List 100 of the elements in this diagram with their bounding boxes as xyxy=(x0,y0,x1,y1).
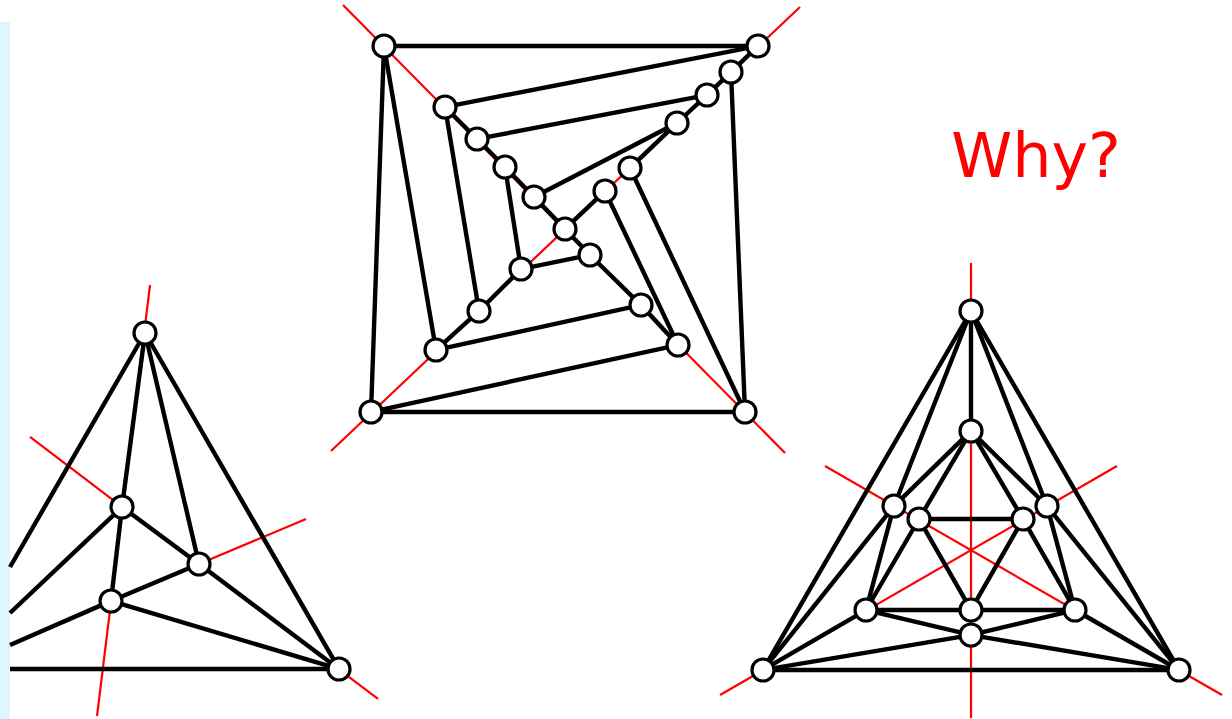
graph-edge xyxy=(869,527,916,602)
graph-edge xyxy=(968,322,974,420)
graph-edge xyxy=(120,566,190,599)
graph-edge xyxy=(383,56,437,340)
graph-edge xyxy=(120,602,330,668)
graph-edge xyxy=(395,43,747,49)
graph-edge xyxy=(922,439,968,511)
graph-edge xyxy=(1047,516,1075,600)
graph-edge xyxy=(206,568,332,665)
graph-vertex xyxy=(732,399,758,425)
graph-edge xyxy=(877,607,960,613)
graph-edge xyxy=(646,311,673,339)
graph-edge xyxy=(729,82,747,402)
graph-vertex xyxy=(1010,506,1036,532)
graph-vertex xyxy=(958,622,984,648)
graph-edge xyxy=(737,52,752,66)
graph-vertex xyxy=(508,256,534,282)
graph-edge xyxy=(876,610,961,635)
graph-edge xyxy=(455,45,748,108)
graph-vertex xyxy=(853,597,879,623)
graph-edge xyxy=(596,261,635,299)
graph-vertex xyxy=(617,155,643,181)
graph-vertex xyxy=(492,154,518,180)
graph-vertex xyxy=(1062,597,1088,623)
graph-edge xyxy=(982,607,1064,613)
graph-edge xyxy=(129,511,192,560)
graph-edge xyxy=(542,126,669,194)
graph-vertex xyxy=(186,551,212,577)
graph-edge xyxy=(504,177,522,259)
graph-vertex xyxy=(521,184,547,210)
graph-edge xyxy=(485,275,515,305)
graph-edge xyxy=(1052,513,1174,663)
graph-edge xyxy=(8,512,116,615)
graph-vertex xyxy=(371,33,397,59)
graph-edge xyxy=(607,200,676,336)
graph-edge xyxy=(571,235,584,249)
graph-edge xyxy=(1026,527,1072,602)
graph-vertex xyxy=(423,337,449,363)
graph-edge xyxy=(148,341,336,661)
graph-edge xyxy=(977,437,1041,500)
graph-vertex xyxy=(98,588,124,614)
graph-vertex xyxy=(958,298,984,324)
graph-edge xyxy=(369,56,386,402)
graph-edge xyxy=(922,527,968,602)
graph-edge xyxy=(511,173,528,191)
graph-edge xyxy=(145,343,199,554)
graph-edge xyxy=(483,145,499,161)
graph-edge xyxy=(531,255,580,269)
graph-vertex xyxy=(132,320,158,346)
graph-edge xyxy=(442,316,473,345)
graph-vertex xyxy=(906,506,932,532)
graph-edge xyxy=(540,203,559,223)
graph-vertex xyxy=(577,242,603,268)
graph-edge xyxy=(930,516,1012,522)
graph-edge xyxy=(110,517,123,591)
graph-edge xyxy=(451,113,471,133)
graph-edge xyxy=(974,439,1020,511)
graph-edge xyxy=(444,117,480,301)
graph-edge xyxy=(896,320,969,497)
graph-vertex xyxy=(1166,657,1192,683)
graph-edge xyxy=(773,634,961,671)
graph-edge xyxy=(10,666,328,672)
graph-edge xyxy=(974,319,1176,662)
graph-edge xyxy=(766,319,968,662)
graph-vertex xyxy=(881,493,907,519)
graph-vertex xyxy=(464,126,490,152)
graph-edge xyxy=(636,129,671,162)
graph-edge xyxy=(8,341,142,569)
graph-edge xyxy=(1083,613,1171,667)
graph-edge xyxy=(774,667,1168,673)
graph-vertex xyxy=(628,292,654,318)
graph-edge xyxy=(713,78,725,89)
graph-vertex xyxy=(109,494,135,520)
graph-vertex xyxy=(592,178,618,204)
graph-vertex xyxy=(718,59,744,85)
graph-vertex xyxy=(745,33,771,59)
graph-edge xyxy=(768,513,889,663)
graph-edge xyxy=(771,613,858,667)
graph-edge xyxy=(981,634,1169,671)
graph-vertex xyxy=(750,657,776,683)
graph-vertex xyxy=(432,94,458,120)
graph-vertex xyxy=(665,332,691,358)
graph-edge xyxy=(900,437,965,500)
graph-vertex xyxy=(466,298,492,324)
graph-vertex xyxy=(1034,493,1060,519)
graph-edge xyxy=(866,516,894,600)
graph-edge xyxy=(446,305,631,350)
graph-edge xyxy=(487,94,697,140)
graph-vertex xyxy=(358,399,384,425)
graph-edge xyxy=(683,100,701,118)
graph-vertex xyxy=(326,656,352,682)
graph-vertex xyxy=(664,110,690,136)
graph-edge xyxy=(121,343,146,497)
graph-edge xyxy=(382,409,734,415)
graph-edge xyxy=(981,610,1065,635)
graph-vertex xyxy=(694,82,720,108)
graph-edge xyxy=(972,320,1046,497)
graph-edge xyxy=(9,603,102,647)
graph-edge xyxy=(571,196,599,223)
graph-vertex xyxy=(552,216,578,242)
